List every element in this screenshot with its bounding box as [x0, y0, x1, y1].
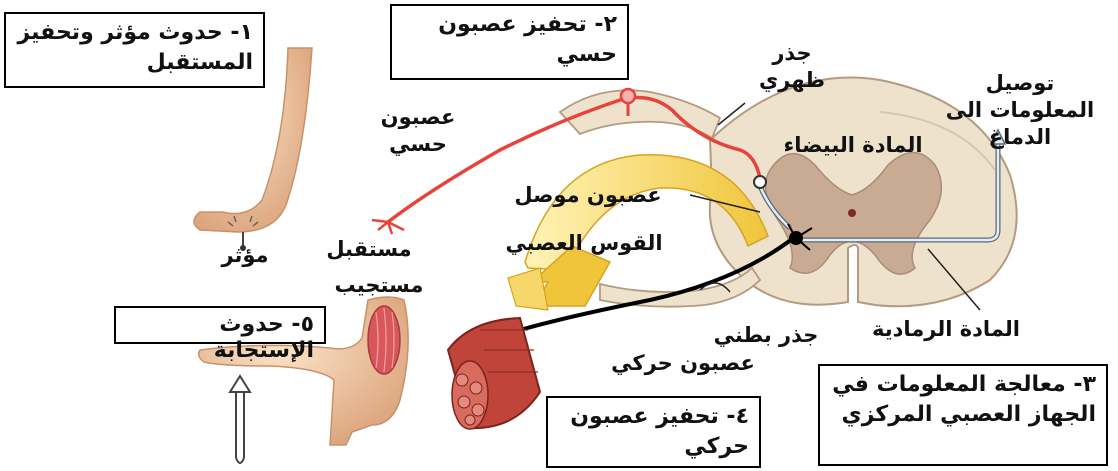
- effector-label: مستجيب: [324, 272, 434, 299]
- step-3-text: ٣- معالجة المعلومات في الجهاز العصبي الم…: [832, 372, 1096, 427]
- reflex-arc-label: القوس العصبي: [484, 230, 684, 257]
- step-2-text: ٢- تحفيز عصبون حسي: [438, 12, 617, 67]
- motor-neuron-label: عصبون حركي: [588, 350, 778, 377]
- gray-matter-label: المادة الرمادية: [856, 316, 1036, 343]
- step-4-text: ٤- تحفيز عصبون حركي: [570, 404, 749, 459]
- ventral-root-label: جذر بطني: [706, 322, 826, 349]
- step-5-text: ٥- حدوث الإستجابة: [214, 312, 314, 363]
- response-up-arrow-icon: [230, 376, 250, 463]
- step-1-box: ١- حدوث مؤثر وتحفيز المستقبل: [4, 12, 265, 88]
- receptor-label: مستقبل: [324, 236, 414, 263]
- step-3-box: ٣- معالجة المعلومات في الجهاز العصبي الم…: [818, 364, 1108, 466]
- white-matter-label: المادة البيضاء: [768, 132, 938, 159]
- step-4-box: ٤- تحفيز عصبون حركي: [546, 396, 761, 468]
- step-2-box: ٢- تحفيز عصبون حسي: [390, 4, 629, 80]
- biceps-muscle: [368, 306, 400, 374]
- stimulus-label: مؤثر: [200, 242, 290, 269]
- sensory-neuron-label: عصبون حسي: [368, 104, 468, 158]
- interneuron-label: عصبون موصل: [488, 182, 688, 209]
- muscle-bundle: [448, 318, 540, 429]
- dorsal-root-label: جذر ظهري: [752, 40, 832, 94]
- to-brain-label: توصيل المعلومات الى الدماغ: [930, 70, 1110, 151]
- step-5-box: ٥- حدوث الإستجابة: [114, 306, 326, 344]
- step-1-text: ١- حدوث مؤثر وتحفيز المستقبل: [17, 20, 253, 75]
